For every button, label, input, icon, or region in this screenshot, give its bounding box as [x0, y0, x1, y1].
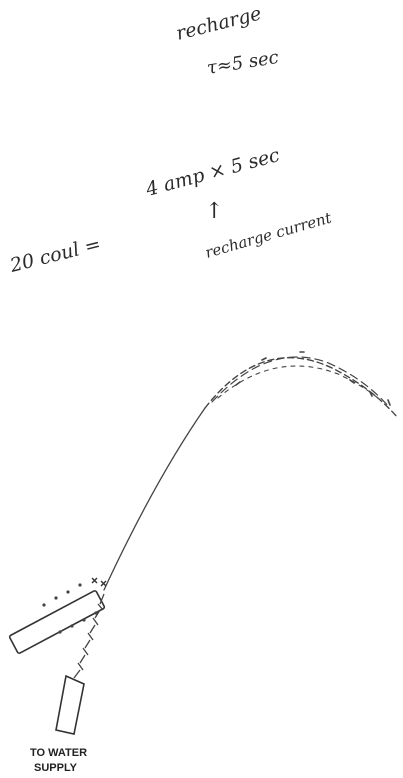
water-jet: [103, 351, 399, 591]
spray-arc-3: [217, 365, 379, 399]
water-supply-label: TO WATER SUPPLY: [30, 747, 87, 774]
label-supply: SUPPLY: [34, 762, 78, 774]
handwritten-notes: recharge τ≈5 sec 20 coul = 4 amp × 5 sec…: [7, 2, 335, 277]
note-charge: 20 coul =: [7, 233, 103, 277]
supply-hose: [55, 593, 105, 735]
nozzle-tube: [8, 577, 107, 654]
note-current-time: 4 amp × 5 sec: [143, 144, 283, 201]
note-arrow: ↑: [205, 199, 223, 224]
supply-pipe: [55, 674, 85, 735]
spray-droplets: [235, 351, 391, 406]
spray-arc-1: [204, 357, 399, 419]
note-recharge: recharge: [174, 2, 264, 44]
electrode-marks: [42, 583, 98, 634]
nozzle-body: [8, 590, 106, 654]
coiled-hose: [73, 593, 105, 679]
jet-stream: [103, 407, 206, 591]
spray-arc-2: [211, 356, 391, 409]
note-time-constant: τ≈5 sec: [205, 47, 280, 79]
nozzle-tip-marks: [91, 577, 107, 587]
label-to-water: TO WATER: [30, 747, 87, 759]
